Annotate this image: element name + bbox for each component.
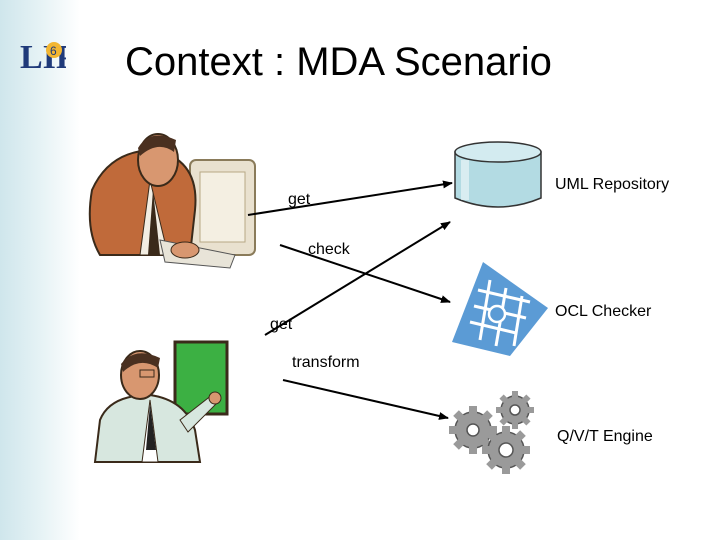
database-cylinder-icon <box>454 141 542 208</box>
left-decorative-band <box>0 0 80 540</box>
presenter-at-board-illustration <box>93 340 229 463</box>
label-uml-repository: UML Repository <box>555 176 670 193</box>
lip6-logo: LIP 6 <box>20 39 66 76</box>
circuit-chip-icon <box>452 262 548 356</box>
arrow-get-bottom <box>264 221 451 336</box>
logo-sub: 6 <box>50 44 57 58</box>
arrow-transform <box>282 379 449 420</box>
label-get-bottom: get <box>270 316 293 333</box>
arrow-get-top <box>247 180 453 216</box>
label-qvt-engine: Q/V/T Engine <box>557 428 653 445</box>
slide-title: Context : MDA Scenario <box>125 40 552 84</box>
label-get-top: get <box>288 191 311 208</box>
gears-icon <box>449 391 534 474</box>
label-transform: transform <box>292 354 360 371</box>
label-check: check <box>308 241 350 258</box>
developer-at-computer-illustration <box>88 133 256 269</box>
label-ocl-checker: OCL Checker <box>555 303 652 320</box>
